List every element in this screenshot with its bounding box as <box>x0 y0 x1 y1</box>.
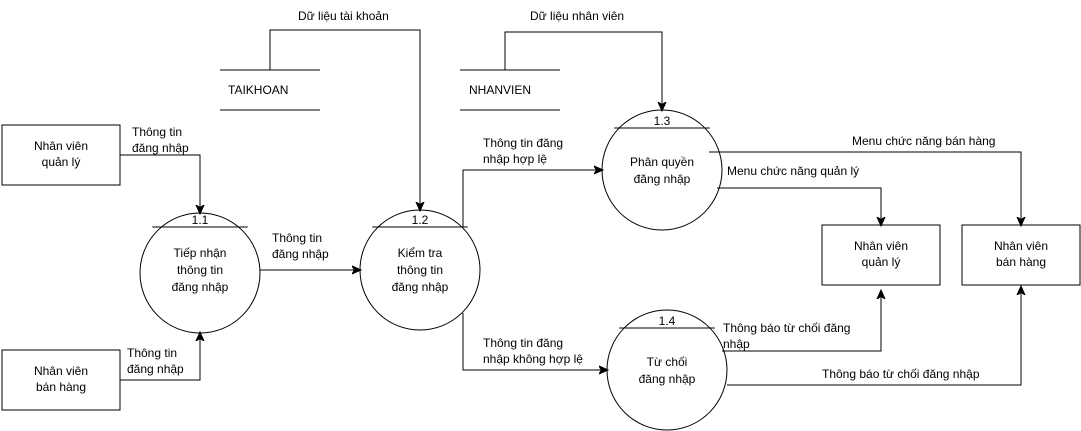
flow-valid-login-line1: Thông tin đăng <box>483 136 563 150</box>
process-1-3-line2: đăng nhập <box>634 172 691 186</box>
flow-login-info-sales-line1: Thông tin <box>127 346 177 360</box>
entity-manager-right-line1: Nhân viên <box>854 239 908 253</box>
flow-invalid-login: Thông tin đăng nhập không hợp lệ <box>462 313 607 370</box>
flow-invalid-login-line1: Thông tin đăng <box>483 336 563 350</box>
datastore-taikhoan-label: TAIKHOAN <box>228 83 288 97</box>
process-1-2-line2: thông tin <box>397 263 443 277</box>
process-1-2-line3: đăng nhập <box>392 280 449 294</box>
flow-login-info-to-check: Thông tin đăng nhập <box>260 231 360 270</box>
datastore-taikhoan: TAIKHOAN <box>220 69 320 111</box>
process-1-3-line1: Phân quyền <box>630 155 694 169</box>
process-1-1-line2: thông tin <box>177 263 223 277</box>
flow-manager-menu-label: Menu chức năng quản lý <box>727 164 859 178</box>
flow-reject-manager-line2: nhập <box>723 337 750 351</box>
flow-reject-sales-label: Thông báo từ chối đăng nhập <box>822 367 980 381</box>
process-1-1: 1.1 Tiếp nhận thông tin đăng nhập <box>139 212 261 334</box>
flow-login-info-to-check-line1: Thông tin <box>272 231 322 245</box>
entity-sales-bottom: Nhân viên bán hàng <box>1 349 121 411</box>
process-1-3-id: 1.3 <box>654 114 671 128</box>
entity-manager-right-line2: quản lý <box>862 255 901 269</box>
entity-sales-right: Nhân viên bán hàng <box>961 224 1081 286</box>
entity-sales-bottom-line2: bán hàng <box>36 380 86 394</box>
flow-employee-data: Dữ liệu nhân viên <box>504 9 662 110</box>
entity-manager-top: Nhân viên quản lý <box>1 124 121 186</box>
process-1-2-line1: Kiểm tra <box>398 246 443 260</box>
process-1-4-id: 1.4 <box>659 314 676 328</box>
flow-login-info-manager-line2: đăng nhập <box>132 141 189 155</box>
flow-account-data-label: Dữ liệu tài khoản <box>298 9 389 23</box>
flow-login-info-sales: Thông tin đăng nhập <box>120 333 200 381</box>
entity-manager-top-line1: Nhân viên <box>34 139 88 153</box>
flow-reject-manager: Thông báo từ chối đăng nhập <box>722 291 881 352</box>
flow-invalid-login-line2: nhập không hợp lệ <box>483 352 583 366</box>
process-1-4-line2: đăng nhập <box>639 372 696 386</box>
flow-sales-menu: Menu chức năng bán hàng <box>709 134 1021 225</box>
process-1-1-line3: đăng nhập <box>172 280 229 294</box>
flow-login-info-manager-line1: Thông tin <box>132 125 182 139</box>
flow-reject-sales: Thông báo từ chối đăng nhập <box>727 287 1021 386</box>
flow-sales-menu-label: Menu chức năng bán hàng <box>852 134 995 148</box>
process-1-2-id: 1.2 <box>412 213 429 227</box>
entity-manager-right: Nhân viên quản lý <box>821 224 941 286</box>
flow-reject-manager-line1: Thông báo từ chối đăng <box>723 321 850 335</box>
entity-manager-top-line2: quản lý <box>42 155 81 169</box>
entity-sales-bottom-line1: Nhân viên <box>34 364 88 378</box>
process-1-1-line1: Tiếp nhận <box>174 246 227 260</box>
flow-login-info-to-check-line2: đăng nhập <box>272 247 329 261</box>
entity-sales-right-line1: Nhân viên <box>994 239 1048 253</box>
process-1-3: 1.3 Phân quyền đăng nhập <box>601 109 723 231</box>
entity-sales-right-line2: bán hàng <box>996 255 1046 269</box>
flow-login-info-sales-line2: đăng nhập <box>127 362 184 376</box>
flow-login-info-manager: Thông tin đăng nhập <box>120 125 200 213</box>
process-1-2: 1.2 Kiểm tra thông tin đăng nhập <box>359 209 481 331</box>
flow-valid-login: Thông tin đăng nhập hợp lệ <box>462 136 602 227</box>
process-1-1-id: 1.1 <box>192 213 209 227</box>
flow-employee-data-label: Dữ liệu nhân viên <box>530 9 624 23</box>
flow-account-data: Dữ liệu tài khoản <box>269 9 420 210</box>
flow-manager-menu: Menu chức năng quản lý <box>717 164 881 225</box>
datastore-nhanvien: NHANVIEN <box>460 69 560 111</box>
flow-valid-login-line2: nhập hợp lệ <box>483 152 547 166</box>
process-1-4: 1.4 Từ chối đăng nhập <box>606 309 728 431</box>
process-1-4-line1: Từ chối <box>647 355 688 369</box>
datastore-nhanvien-label: NHANVIEN <box>469 83 531 97</box>
